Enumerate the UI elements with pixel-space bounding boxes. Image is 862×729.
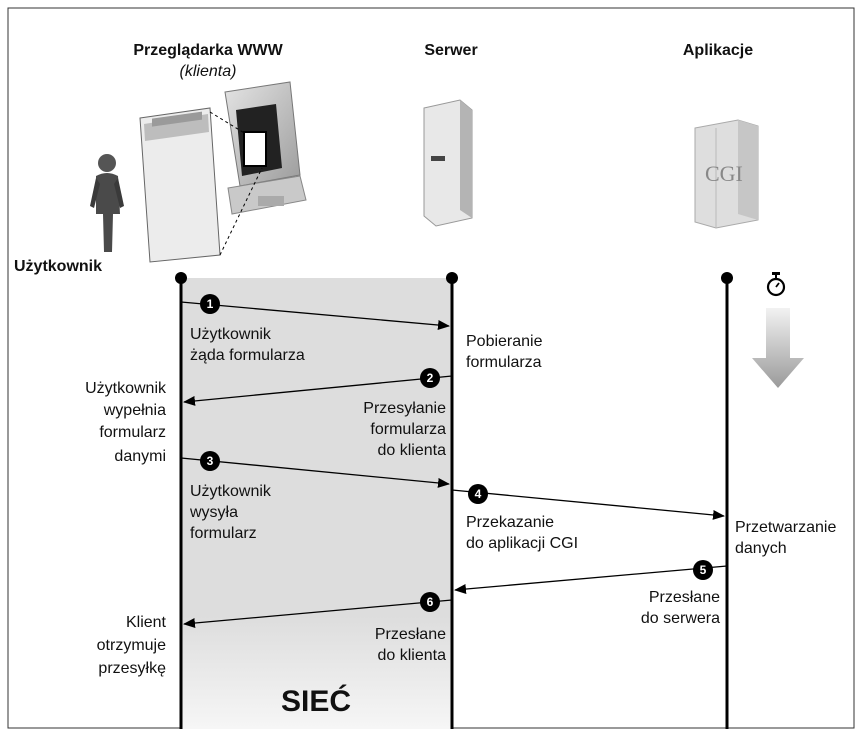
arrow-request-form (180, 301, 450, 330)
step-2-line-3: do klienta (377, 442, 447, 459)
client-lifeline-dot (175, 272, 187, 284)
step-1-line-1: Użytkownik (190, 326, 271, 343)
step-3-line-3: formularz (190, 525, 257, 542)
client-receives-line-3: przesyłkę (98, 660, 166, 677)
step-4-line-2: do aplikacji CGI (466, 535, 579, 552)
step-6-line-2: do klienta (377, 647, 447, 664)
client-fills-line-1: Użytkownik (85, 380, 166, 397)
step-marker-2: 2 (420, 368, 440, 388)
processing-arrow-icon (752, 308, 804, 388)
stopwatch-icon (766, 272, 786, 297)
step-1-line-2: żąda formularza (190, 347, 305, 364)
browser-header: Przeglądarka WWW (133, 42, 283, 59)
step-marker-5: 5 (693, 560, 713, 580)
step-5-line-1: Przesłane (648, 589, 720, 606)
step-3-line-1: Użytkownik (190, 483, 271, 500)
browser-computer-icon (139, 81, 307, 263)
server-icon (423, 99, 473, 227)
app-lifeline-dot (721, 272, 733, 284)
server-fetch-line-1: Pobieranie (466, 333, 543, 350)
cgi-box-icon (694, 119, 759, 229)
step-4-line-1: Przekazanie (466, 514, 555, 531)
arrow-forward-cgi (451, 489, 725, 520)
arrow-response-client (183, 599, 453, 628)
client-fills-line-2: wypełnia (103, 402, 166, 419)
step-5-line-2: do serwera (640, 610, 720, 627)
user-icon (90, 154, 124, 252)
client-fills-line-4: danymi (114, 448, 166, 465)
network-area (181, 278, 452, 729)
apps-header: Aplikacje (682, 42, 754, 59)
arrow-cgi-response (454, 565, 728, 595)
step-6-line-1: Przesłane (374, 626, 446, 643)
server-fetch-line-2: formularza (466, 354, 542, 371)
browser-subheader: (klienta) (179, 63, 237, 80)
step-marker-6: 6 (420, 592, 440, 612)
step-3-line-2: wysyła (190, 504, 239, 521)
server-header: Serwer (424, 42, 478, 59)
client-receives-line-1: Klient (125, 614, 166, 631)
arrow-send-form (183, 375, 453, 406)
step-marker-1: 1 (200, 294, 220, 314)
client-fills-line-3: formularz (99, 424, 166, 441)
step-2-line-2: formularza (370, 421, 446, 438)
user-actor-label: Użytkownik (14, 258, 103, 275)
cgi-box-label: CGI (705, 161, 743, 186)
server-lifeline-dot (446, 272, 458, 284)
app-process-line-2: danych (735, 540, 787, 557)
step-marker-3: 3 (200, 451, 220, 471)
app-process-line-1: Przetwarzanie (735, 519, 837, 536)
arrow-submit-form (180, 457, 450, 488)
step-marker-4: 4 (468, 484, 488, 504)
step-2-line-1: Przesyłanie (363, 400, 446, 417)
network-label: SIEĆ (280, 685, 352, 718)
client-receives-line-2: otrzymuje (96, 637, 166, 654)
